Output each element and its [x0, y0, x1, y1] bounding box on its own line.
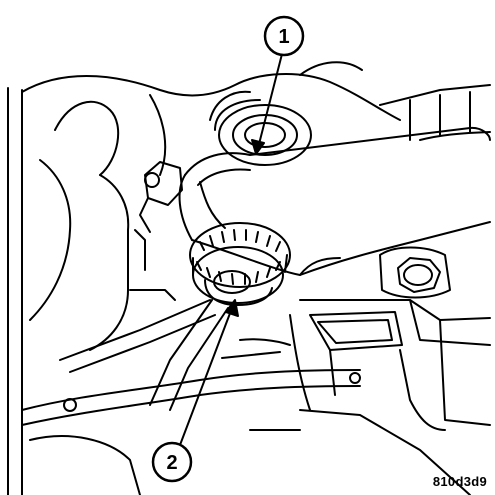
engine-block-outline: [21, 61, 491, 351]
lower-bracket: [289, 299, 491, 431]
figure-code: 810d3d9: [432, 474, 487, 489]
callout-1-leader: [251, 53, 283, 155]
extension-bar: [149, 299, 229, 411]
small-bolt: [139, 161, 183, 233]
callout-1-number: 1: [278, 26, 289, 48]
callout-2: 2: [151, 441, 193, 483]
wrench-handle: [178, 126, 491, 276]
ratchet-socket: [189, 222, 291, 306]
callout-1: 1: [263, 15, 305, 57]
hex-bolt: [379, 246, 451, 299]
mounting-boss: [214, 99, 312, 166]
callout-2-number: 2: [166, 452, 177, 474]
body-panel-edge: [7, 87, 23, 495]
callout-2-leader: [179, 299, 239, 446]
